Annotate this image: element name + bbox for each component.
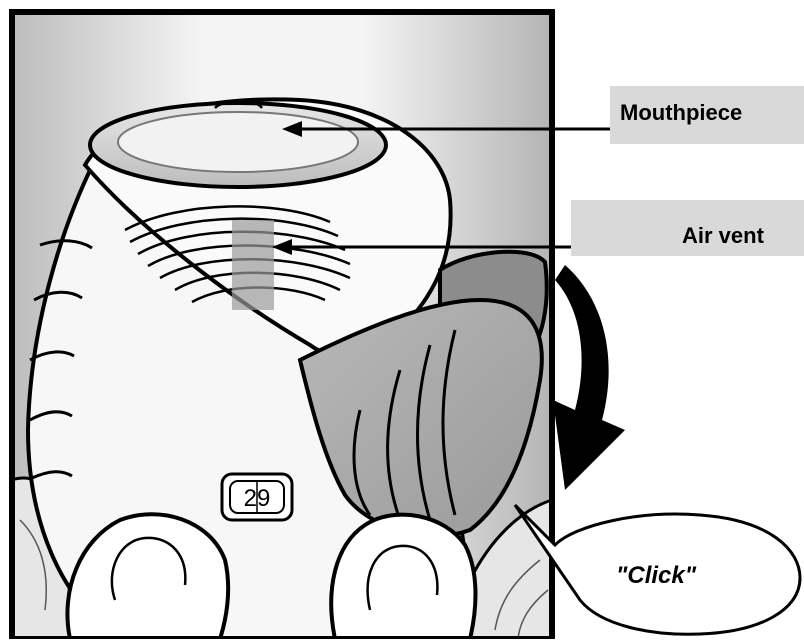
click-caption: "Click"	[616, 562, 696, 590]
air-vent-label: Air vent	[682, 223, 764, 249]
right-thumb	[331, 515, 475, 639]
rotation-arrow-icon	[553, 265, 625, 490]
mouthpiece-label: Mouthpiece	[620, 100, 742, 126]
dose-counter-value: 29	[244, 485, 271, 512]
